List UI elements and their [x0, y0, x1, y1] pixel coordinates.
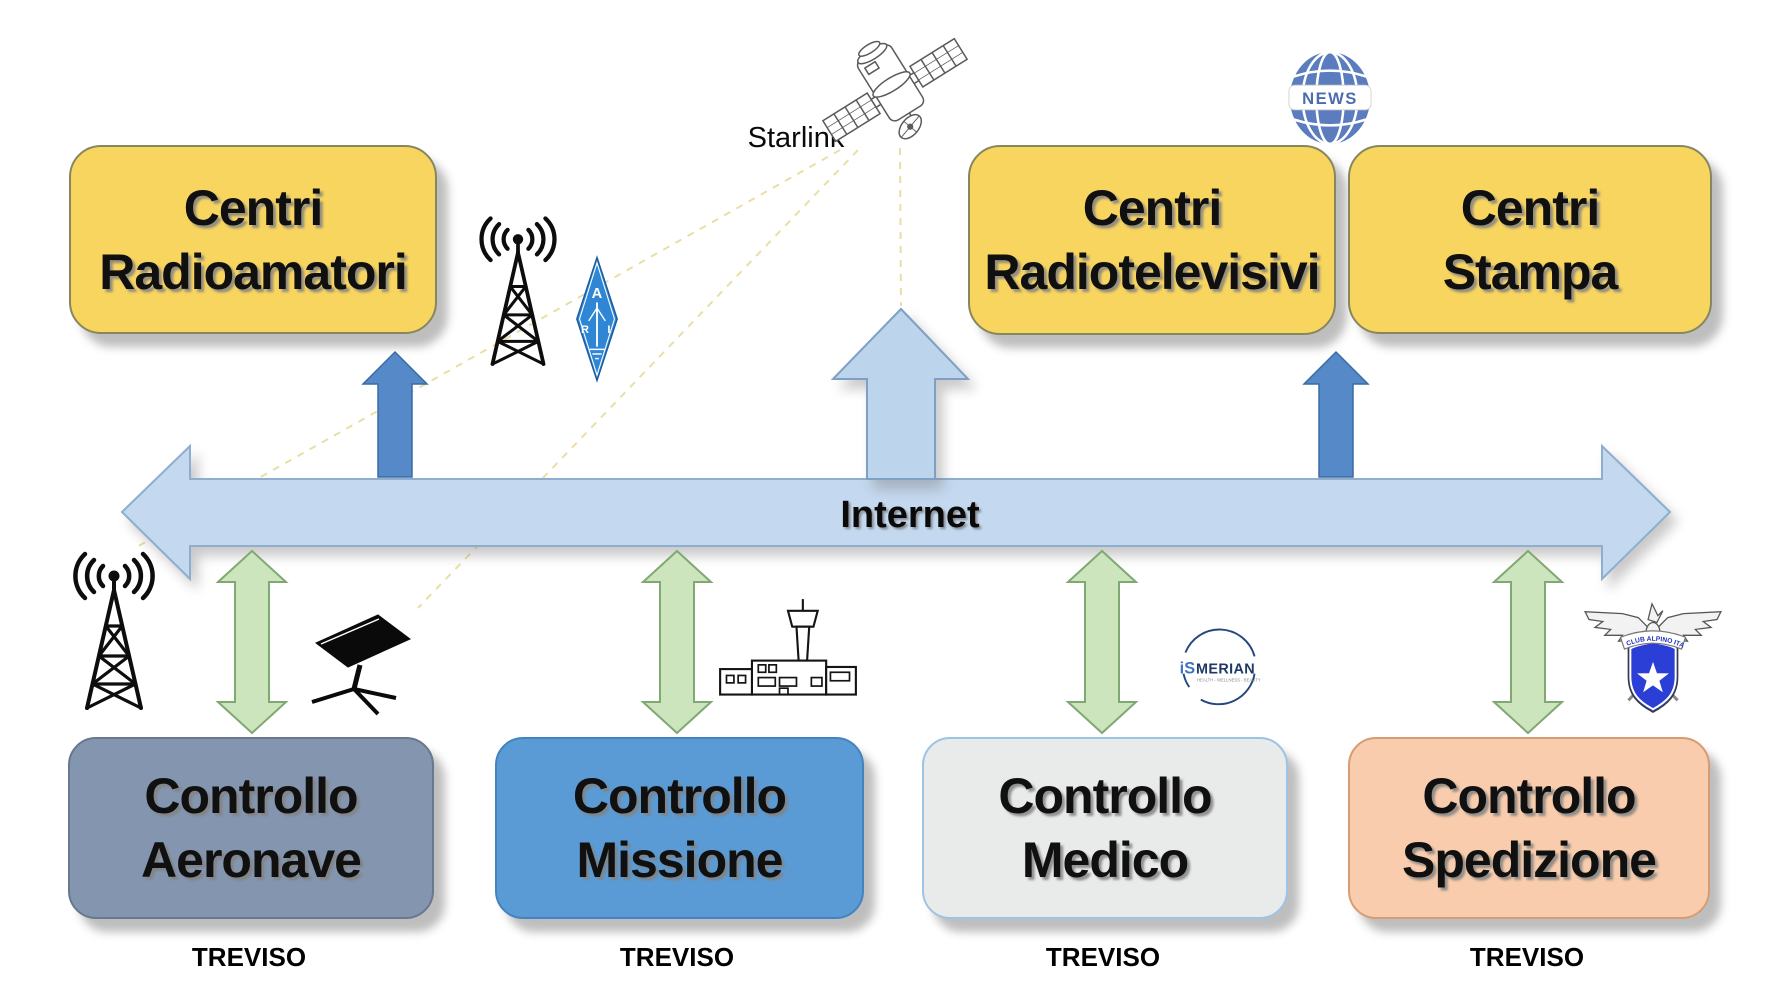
box-label-line: Radiotelevisivi — [984, 244, 1320, 300]
up-arrow-radiotelevisivi — [1302, 350, 1370, 478]
box-centri-radioamatori: Centri Radioamatori — [69, 145, 437, 334]
box-label-line: Missione — [576, 832, 784, 888]
green-arrow-aeronave — [215, 549, 289, 735]
location-label-missione: TREVISO — [619, 942, 735, 972]
box-label-line: Controllo — [1422, 768, 1636, 824]
box-label-line: Stampa — [1442, 243, 1619, 300]
box-label-line: Aeronave — [141, 832, 362, 888]
cai-emblem-icon: CLUB ALPINO ITALIANO — [1577, 587, 1723, 713]
radio-tower-icon — [466, 200, 570, 392]
center-up-arrow — [830, 307, 971, 480]
ari-letter-r: R — [581, 324, 589, 336]
news-text: NEWS — [1302, 89, 1358, 108]
box-label-line: Spedizione — [1402, 832, 1657, 888]
box-controllo-aeronave: Controllo Aeronave — [68, 737, 434, 919]
box-label-line: Medico — [1021, 832, 1189, 888]
news-globe-icon: NEWS — [1288, 50, 1372, 146]
ismerian-name: MERIAN — [1196, 662, 1255, 678]
internet-bar-arrow — [120, 443, 1672, 582]
box-controllo-medico: Controllo Medico — [922, 737, 1288, 919]
ismerian-logo-icon: iS MERIAN HEALTH - WELLNESS - BEAUTY — [1180, 628, 1261, 706]
box-controllo-missione: Controllo Missione — [495, 737, 864, 919]
box-controllo-spedizione: Controllo Spedizione — [1348, 737, 1710, 919]
box-label-line: Controllo — [572, 768, 787, 824]
box-label-line: Centri — [183, 179, 323, 236]
green-arrow-spedizione — [1491, 549, 1565, 735]
green-arrow-missione — [640, 549, 714, 735]
box-label-line: Radioamatori — [99, 243, 408, 300]
ismerian-tagline: HEALTH - WELLNESS - BEAUTY — [1197, 677, 1261, 682]
internet-label: Internet — [840, 494, 980, 536]
ismerian-prefix: iS — [1180, 660, 1196, 678]
green-arrow-medico — [1065, 549, 1139, 735]
box-centri-stampa: Centri Stampa — [1348, 145, 1712, 334]
radio-tower-icon — [58, 556, 170, 716]
location-label-spedizione: TREVISO — [1469, 942, 1585, 972]
up-arrow-radioamatori — [361, 350, 429, 478]
dashed-link-to-center-arrow — [899, 147, 902, 307]
ari-diamond-icon: A R I — [576, 255, 618, 383]
starlink-satellite-icon — [821, 37, 969, 143]
ari-letter-a: A — [592, 286, 603, 302]
box-label-line: Centri — [1082, 180, 1222, 236]
location-label-medico: TREVISO — [1045, 942, 1161, 972]
box-label-line: Centri — [1460, 179, 1600, 236]
box-label-line: Controllo — [998, 768, 1212, 824]
starlink-dish-icon — [311, 614, 411, 716]
airport-tower-icon — [719, 599, 857, 696]
ari-letter-i: I — [607, 324, 610, 336]
box-centri-radiotelevisivi: Centri Radiotelevisivi — [968, 145, 1336, 335]
location-label-aeronave: TREVISO — [191, 942, 307, 972]
box-label-line: Controllo — [144, 768, 358, 824]
